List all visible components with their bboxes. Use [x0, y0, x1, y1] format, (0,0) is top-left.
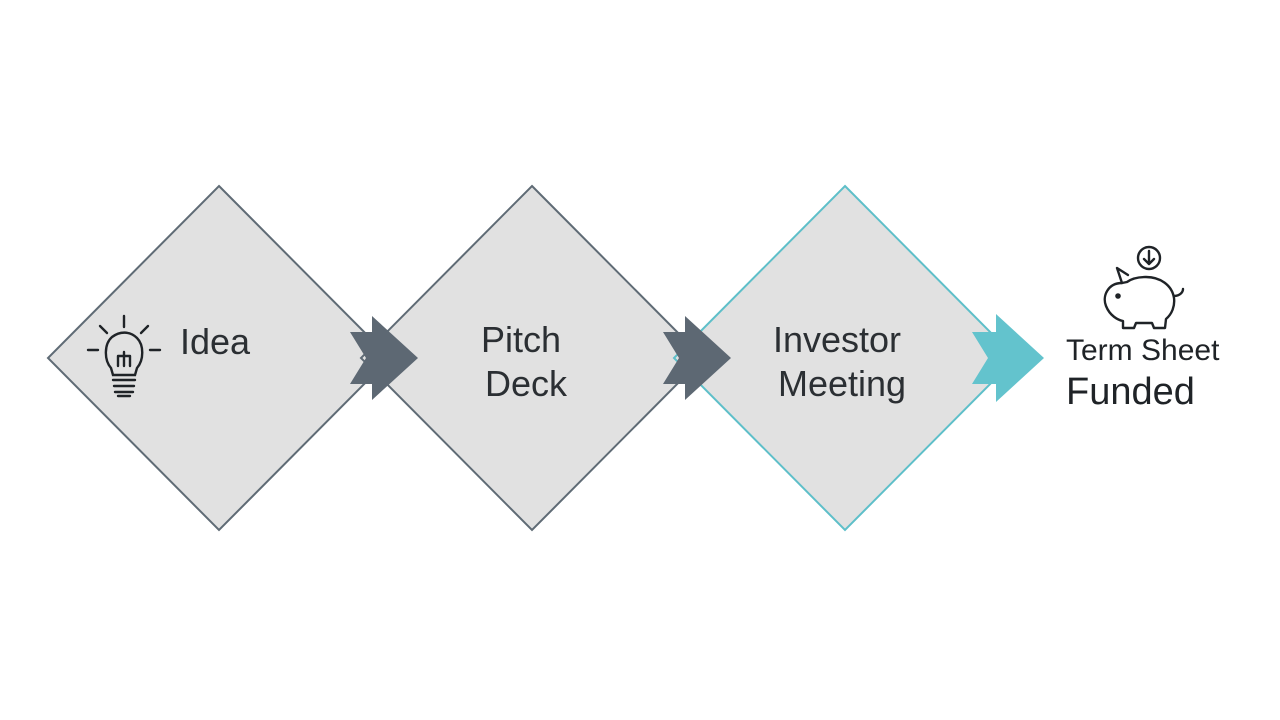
term-sheet-label: Term Sheet — [1066, 334, 1220, 367]
stage-pitch-deck-label: Pitch Deck — [481, 319, 571, 404]
stage-pitch-deck-diamond — [359, 184, 705, 532]
piggy-bank-icon — [1103, 245, 1185, 330]
lightbulb-icon — [86, 314, 162, 398]
stage-idea-label: Idea — [180, 321, 251, 362]
arrow-right-icon — [350, 316, 418, 400]
stage-idea: Idea — [46, 184, 392, 532]
arrow-right-icon — [972, 314, 1044, 402]
stage-idea-diamond — [46, 184, 392, 532]
stage-investor-meeting-diamond — [672, 184, 1018, 532]
stage-investor-meeting: Investor Meeting — [672, 184, 1018, 532]
stage-investor-meeting-label: Investor Meeting — [773, 319, 911, 404]
arrow-right-icon — [663, 316, 731, 400]
funded-label: Funded — [1066, 371, 1195, 413]
stage-pitch-deck: Pitch Deck — [359, 184, 705, 532]
